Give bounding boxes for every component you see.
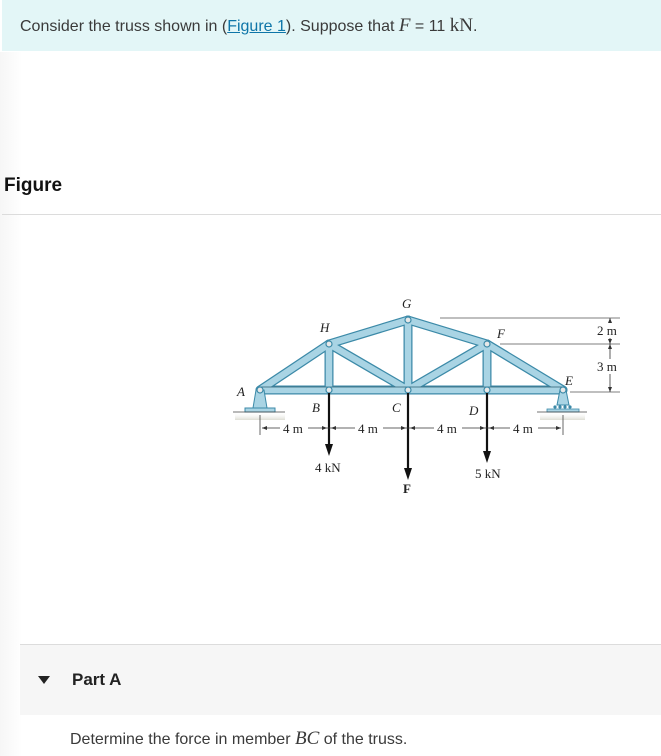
force-variable: F — [398, 15, 411, 36]
joint-label-e: E — [564, 373, 573, 388]
joint-label-c: C — [392, 400, 401, 415]
member-variable: BC — [294, 728, 320, 749]
dim-span-1: 4 m — [283, 421, 303, 436]
problem-intro: Consider the truss shown in (Figure 1). … — [2, 0, 661, 51]
intro-prefix: Consider the truss shown in ( — [20, 18, 228, 35]
figure-heading: Figure — [4, 175, 63, 196]
joint-label-g: G — [402, 296, 412, 311]
dim-span-4: 4 m — [513, 421, 533, 436]
part-divider — [20, 644, 661, 645]
intro-equals: = 11 — [410, 18, 450, 35]
load-label-d: 5 kN — [475, 466, 501, 481]
part-a-question: Determine the force in member BC of the … — [70, 728, 407, 750]
load-label-b: 4 kN — [315, 460, 341, 475]
figure-link[interactable]: Figure 1 — [227, 18, 286, 35]
intro-middle: ). Suppose that — [285, 18, 399, 35]
joint-label-a: A — [236, 384, 245, 399]
dim-height-bottom: 3 m — [597, 359, 617, 374]
force-unit: kN — [449, 15, 474, 36]
question-suffix: of the truss. — [319, 731, 408, 748]
joint-label-b: B — [312, 400, 320, 415]
left-gutter — [0, 52, 22, 756]
dim-span-3: 4 m — [437, 421, 457, 436]
joint-label-f: F — [496, 326, 506, 341]
load-label-c: F — [403, 481, 411, 496]
collapse-triangle-icon[interactable] — [38, 676, 50, 684]
dim-height-top: 2 m — [597, 323, 617, 338]
question-prefix: Determine the force in member — [70, 731, 295, 748]
joint-label-h: H — [319, 320, 330, 335]
truss-figure: A B C D E F G H 4 m 4 m 4 m 4 m 2 m 3 m … — [225, 290, 645, 500]
figure-divider — [2, 214, 661, 215]
part-a-label: Part A — [72, 670, 122, 689]
joint-label-d: D — [468, 403, 479, 418]
dim-span-2: 4 m — [358, 421, 378, 436]
intro-suffix: . — [473, 18, 478, 35]
part-a-header[interactable]: Part A — [20, 645, 661, 715]
